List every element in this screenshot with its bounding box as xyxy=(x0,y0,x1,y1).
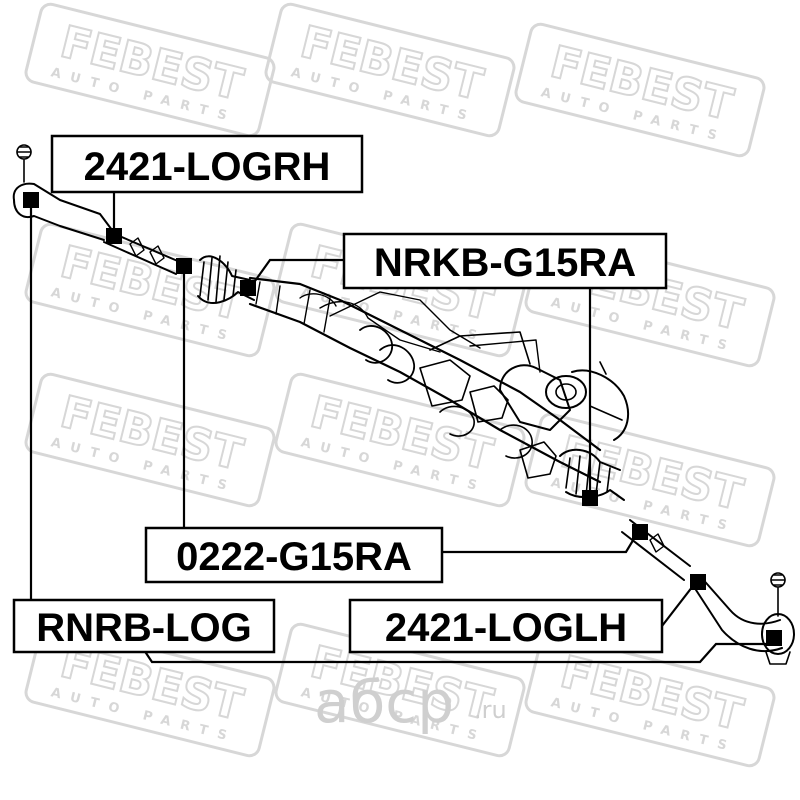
label-text-2421-loglh: 2421-LOGLH xyxy=(385,606,627,650)
marker-rnrb-log-bottom xyxy=(766,630,782,646)
rack-housing xyxy=(248,276,602,484)
label-text-rnrb-log: RNRB-LOG xyxy=(36,606,252,650)
marker-0222-g15ra-right xyxy=(176,258,192,274)
part-markers xyxy=(23,192,782,646)
label-text-0222-g15ra: 0222-G15RA xyxy=(176,535,412,579)
part-label-nrkb-g15ra: NRKB-G15RA xyxy=(342,232,668,290)
label-text-nrkb-g15ra: NRKB-G15RA xyxy=(374,241,636,285)
site-watermark-suffix: .ru xyxy=(474,696,507,724)
marker-nrkb-g15ra-right xyxy=(240,280,256,296)
part-label-0222-g15ra: 0222-G15RA xyxy=(144,526,444,584)
tie-rod-end-left-part xyxy=(695,572,795,665)
pinion-valve-assembly xyxy=(429,331,630,441)
steering-rack-drawing xyxy=(12,144,795,665)
leader-line-nrkb-g15ra-right xyxy=(249,258,352,289)
label-text-2421-logrh: 2421-LOGRH xyxy=(84,145,331,189)
site-watermark-main: абср xyxy=(314,668,454,736)
part-label-rnrb-log: RNRB-LOG xyxy=(12,598,276,654)
marker-0222-g15ra-left xyxy=(632,524,648,540)
marker-rnrb-log-top xyxy=(23,192,39,208)
site-watermark: абср .ru xyxy=(314,668,507,736)
rack-boot-right xyxy=(197,255,255,304)
marker-2421-loglh xyxy=(690,574,706,590)
marker-nrkb-g15ra-left xyxy=(582,490,598,506)
marker-2421-logrh xyxy=(106,228,122,244)
leader-line-0222-g15ra-left xyxy=(442,531,639,554)
leader-line-rnrb-log-bottom xyxy=(143,642,774,664)
part-label-2421-logrh: 2421-LOGRH xyxy=(50,134,364,194)
part-label-2421-loglh: 2421-LOGLH xyxy=(348,598,664,654)
tie-rod-end-right-part xyxy=(12,144,113,241)
